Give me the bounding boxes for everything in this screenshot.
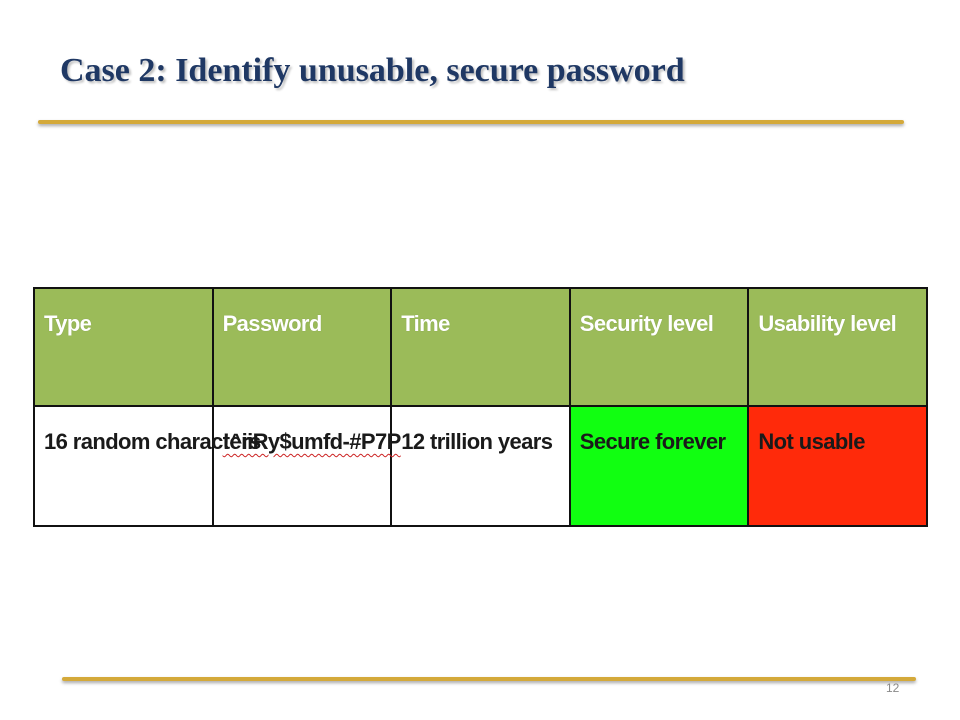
header-usability-level: Usability level	[747, 287, 928, 407]
header-time: Time	[390, 287, 571, 407]
cell-usability-level: Not usable	[747, 405, 928, 527]
cell-password: !^iiRy$umfd-#P7P	[211, 405, 401, 527]
cell-security-level: Secure forever	[568, 405, 750, 527]
footer-divider	[62, 677, 916, 681]
cell-time: 12 trillion years	[390, 405, 571, 527]
password-table: Type Password Time Security level Usabil…	[33, 287, 928, 527]
page-number: 12	[886, 681, 900, 695]
header-password: Password	[211, 287, 393, 407]
header-security-level: Security level	[568, 287, 750, 407]
table-row: 16 random characters !^iiRy$umfd-#P7P 12…	[33, 405, 928, 527]
table-header-row: Type Password Time Security level Usabil…	[33, 287, 928, 407]
cell-type: 16 random characters	[33, 405, 261, 527]
header-type: Type	[33, 287, 214, 407]
slide-title: Case 2: Identify unusable, secure passwo…	[60, 52, 685, 89]
title-divider	[38, 120, 904, 124]
